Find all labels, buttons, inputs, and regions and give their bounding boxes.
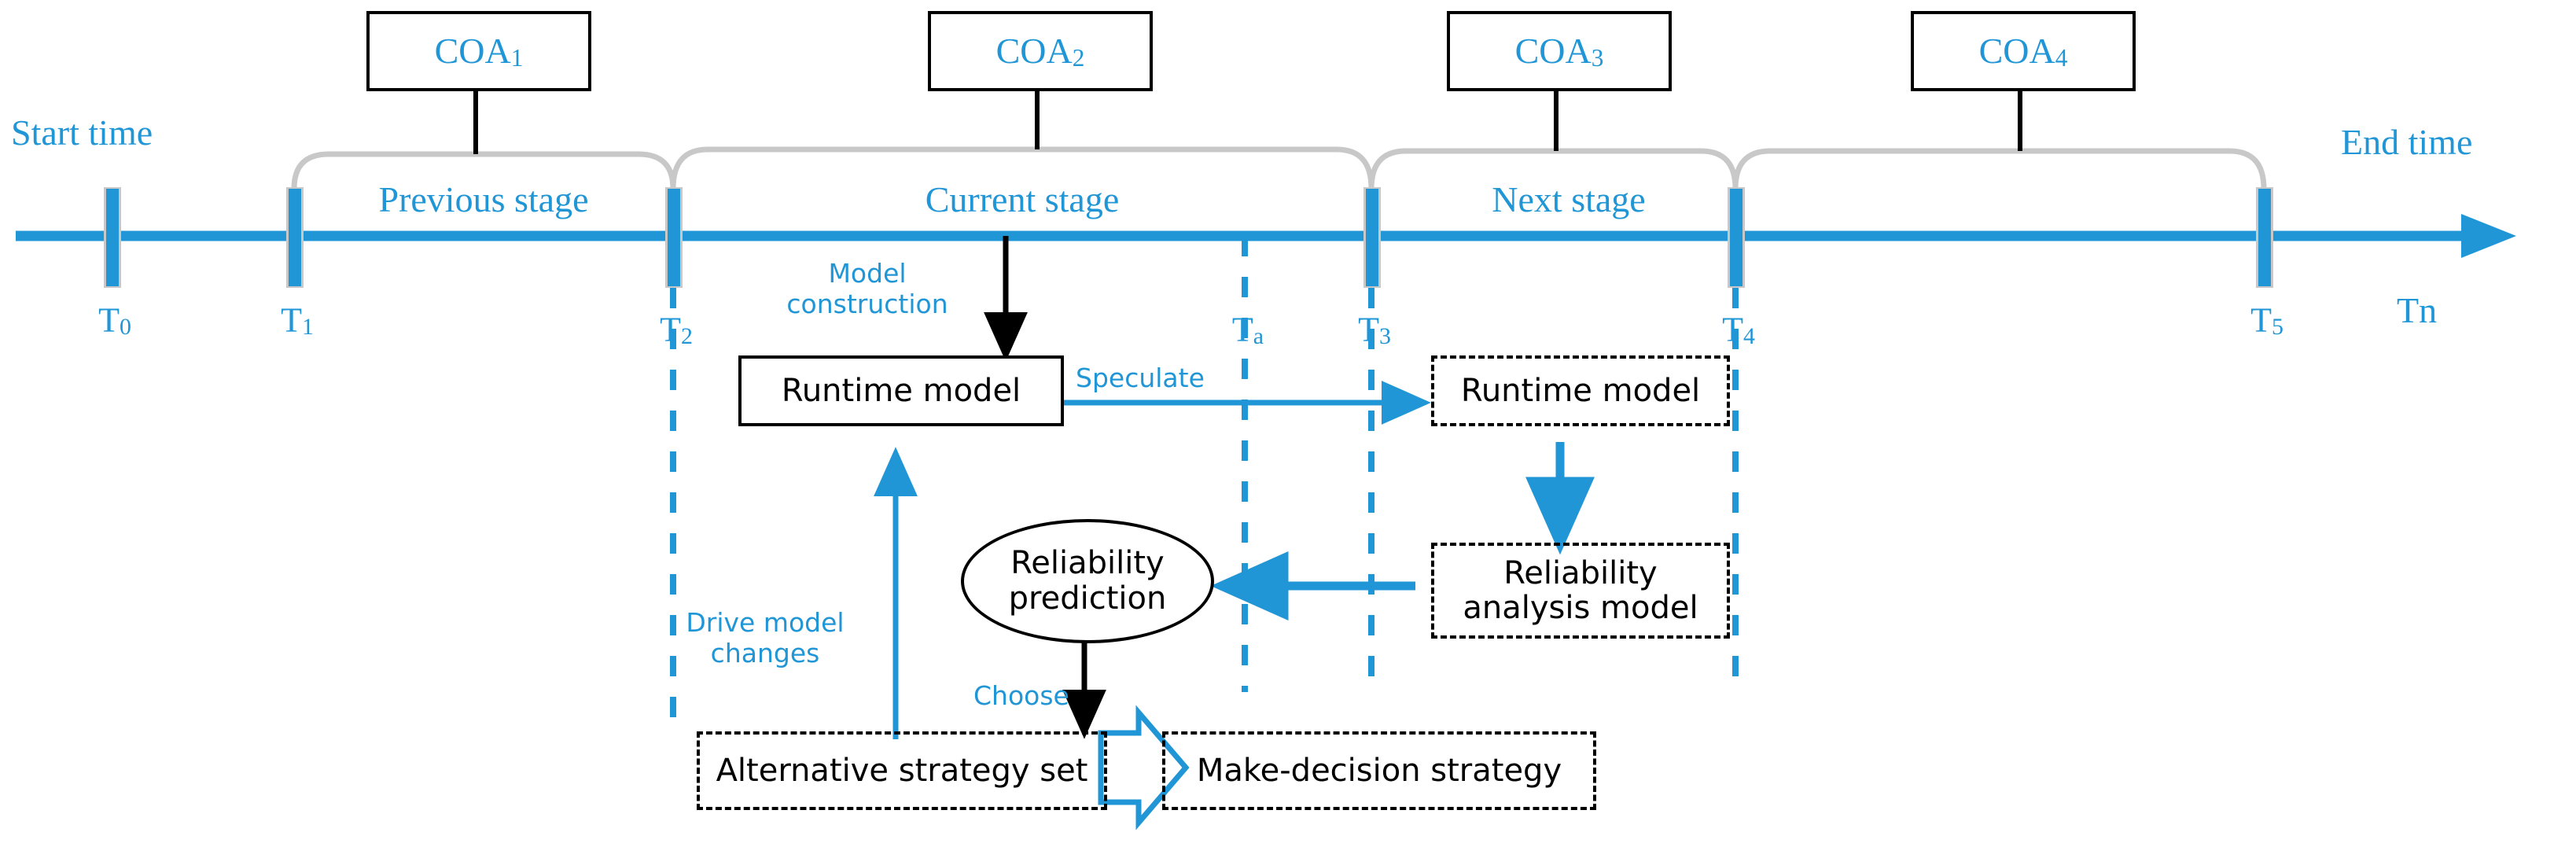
tick-label-T5: T5 [2250,300,2283,340]
tick-label-T2: T2 [660,310,693,349]
tick-T2 [665,187,683,288]
tick-T3 [1363,187,1381,288]
tick-T0 [104,187,121,288]
tick-label-T0: T0 [98,300,131,340]
tick-label-T1: T1 [281,300,314,340]
stage-label-previous: Previous stage [378,179,589,219]
time-axis [16,214,2516,258]
node-alternative-strategy-set-label: Alternative strategy set [716,753,1088,789]
coa-box-3[interactable]: COA3 [1447,11,1672,91]
stage-brackets [291,146,2267,212]
tick-T4 [1728,187,1745,288]
stage-label-next: Next stage [1492,179,1646,219]
coa-box-4[interactable]: COA4 [1911,11,2136,91]
coa-box-2[interactable]: COA2 [928,11,1153,91]
node-make-decision-strategy-label: Make-decision strategy [1196,753,1562,789]
end-time-label: End time [2341,122,2473,162]
tick-label-Ta: Ta [1231,310,1264,349]
start-time-label: Start time [11,112,153,153]
edge-label-speculate: Speculate [1076,363,1205,393]
node-runtime-model-current[interactable]: Runtime model [738,355,1064,426]
node-make-decision-strategy[interactable]: Make-decision strategy [1162,731,1596,810]
time-ticks [104,187,2273,288]
tick-T5 [2256,187,2273,288]
coa-box-4-label: COA4 [1978,31,2068,72]
tick-label-T3: T3 [1358,310,1391,349]
coa-box-2-label: COA2 [995,31,1085,72]
node-runtime-model-next-label: Runtime model [1460,373,1701,409]
coa-box-1[interactable]: COA1 [366,11,591,91]
coa-box-1-label: COA1 [434,31,524,72]
coa-box-3-label: COA3 [1514,31,1604,72]
stage-label-current: Current stage [925,179,1120,219]
tick-T1 [286,187,304,288]
node-alternative-strategy-set[interactable]: Alternative strategy set [697,731,1107,810]
edge-label-choose: Choose [973,680,1069,711]
node-runtime-model-current-label: Runtime model [781,373,1021,409]
node-runtime-model-next[interactable]: Runtime model [1431,355,1730,426]
tick-label-T4: T4 [1722,310,1755,349]
coa-connectors [473,85,2022,154]
end-axis-label: Tn [2397,290,2438,330]
